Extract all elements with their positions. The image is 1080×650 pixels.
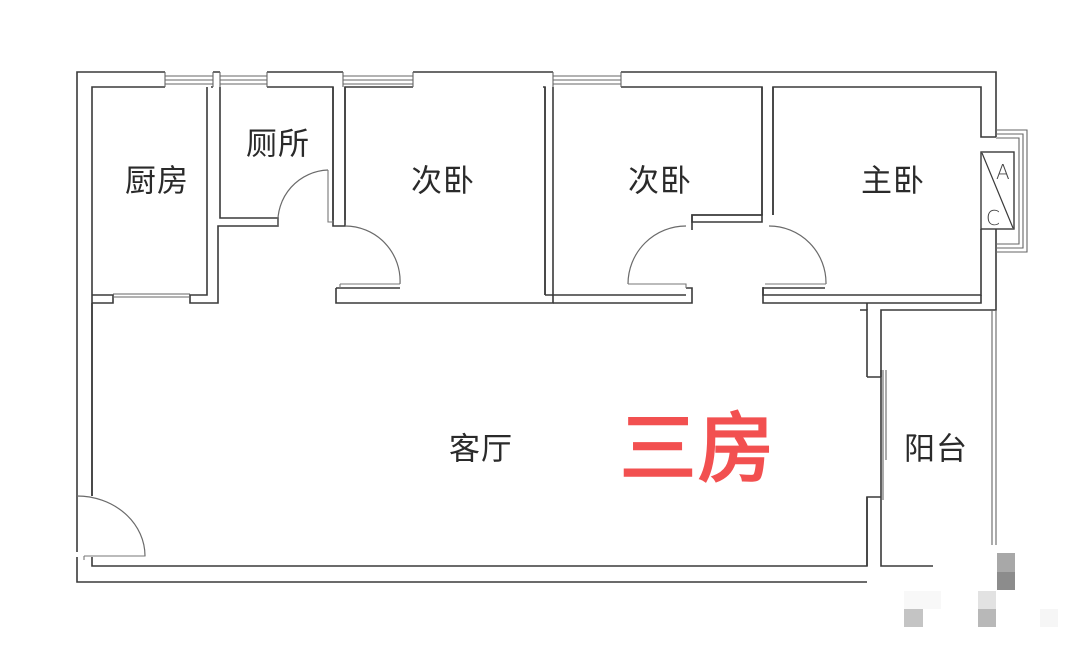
room-label-living-room: 客厅 xyxy=(449,431,513,468)
room-label-kitchen: 厨房 xyxy=(125,163,189,200)
room-label-master-bedroom: 主卧 xyxy=(861,163,925,200)
ac-letter-a: A xyxy=(996,160,1010,184)
windows xyxy=(113,72,997,545)
interior-walls xyxy=(91,87,982,496)
room-label-second-bedroom-1: 次卧 xyxy=(411,163,475,200)
layout-type-title: 三房 xyxy=(620,404,776,493)
doors xyxy=(76,169,827,560)
room-label-balcony: 阳台 xyxy=(904,431,968,468)
room-label-toilet: 厕所 xyxy=(246,126,310,163)
ac-letter-c: C xyxy=(986,206,1000,230)
outer-walls xyxy=(76,71,997,583)
room-label-second-bedroom-2: 次卧 xyxy=(628,163,692,200)
ac-unit: A C xyxy=(980,129,1028,253)
